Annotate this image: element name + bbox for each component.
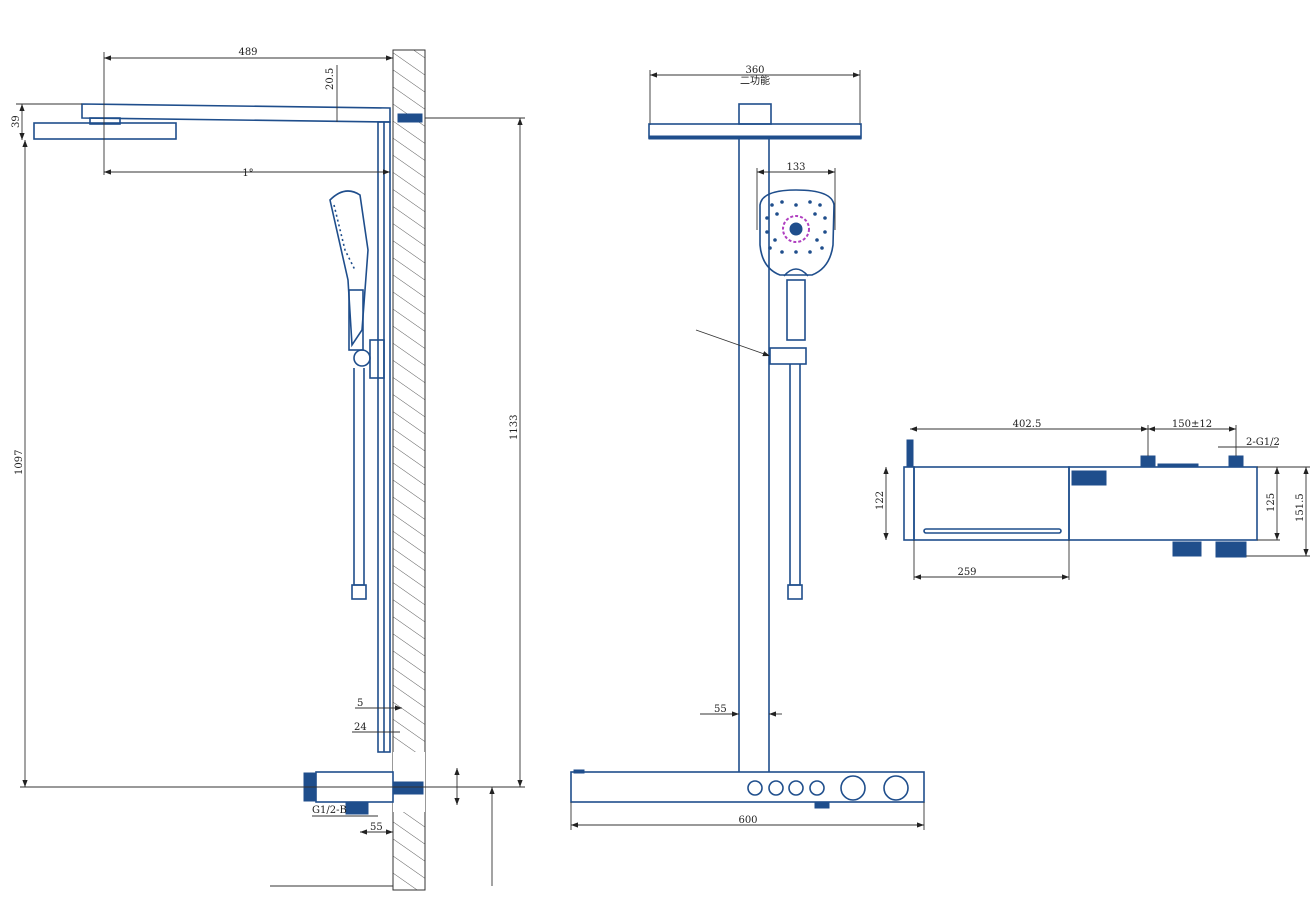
plan-view: 402.5 150±12 2-G1/2 122 125 151.5 259	[875, 419, 1310, 580]
hand-shower	[329, 190, 369, 348]
mixer-body-front	[570, 771, 925, 803]
hand-shower-holder	[769, 347, 807, 365]
dim-angle: 1°	[242, 168, 253, 179]
side-view: 489 20.5 39 1° 1097 1133 5 24 G1/2-B 55	[11, 47, 525, 891]
dim-hand-shower-width: 133	[786, 162, 805, 173]
dim-shelf-width: 259	[957, 567, 976, 578]
dim-arm-length: 489	[238, 47, 257, 58]
overhead-shower-head	[33, 122, 177, 140]
hose	[353, 368, 365, 586]
hand-shower-holder	[353, 349, 371, 367]
button-4[interactable]	[809, 780, 825, 796]
hose-connector	[906, 439, 914, 468]
dim-arm-offset: 20.5	[325, 68, 336, 90]
button-1[interactable]	[747, 780, 763, 796]
button-2[interactable]	[768, 780, 784, 796]
dim-inlet-thread-plan: 2-G1/2	[1246, 437, 1280, 448]
dim-inlet-thread: G1/2-B	[312, 805, 347, 816]
dim-total-depth: 151.5	[1295, 493, 1306, 522]
button-3[interactable]	[788, 780, 804, 796]
inlet-connector	[392, 781, 424, 795]
hose	[789, 364, 801, 586]
dim-inlet-spacing: 150±12	[1172, 419, 1212, 430]
dim-body-height-right: 125	[1266, 493, 1277, 512]
dim-head-width: 360	[745, 65, 764, 76]
dim-head-thickness: 39	[11, 115, 22, 128]
temperature-knob[interactable]	[883, 775, 909, 801]
dim-pipe-offset: 55	[714, 704, 727, 715]
hand-shower-front	[759, 189, 835, 341]
flow-knob[interactable]	[840, 775, 866, 801]
dim-total-height: 1097	[14, 450, 25, 475]
front-view: 360 二功能 133 55	[570, 65, 925, 830]
inlet-hot	[1228, 455, 1244, 468]
dim-body-height-left: 122	[875, 491, 886, 510]
dim-gap: 5	[357, 698, 363, 709]
control-buttons	[747, 775, 909, 801]
dim-inlet-offset: 55	[370, 822, 383, 833]
dim-inlet-distance: 402.5	[1013, 419, 1042, 430]
head-function-label: 二功能	[740, 74, 770, 87]
wall-bracket	[397, 113, 423, 123]
wall-section	[392, 49, 426, 891]
dim-wall-height: 1133	[509, 415, 520, 440]
inlet-cold	[1140, 455, 1156, 468]
dim-rail-depth: 24	[354, 722, 367, 733]
overhead-arm	[81, 103, 391, 123]
dim-body-width: 600	[738, 815, 757, 826]
